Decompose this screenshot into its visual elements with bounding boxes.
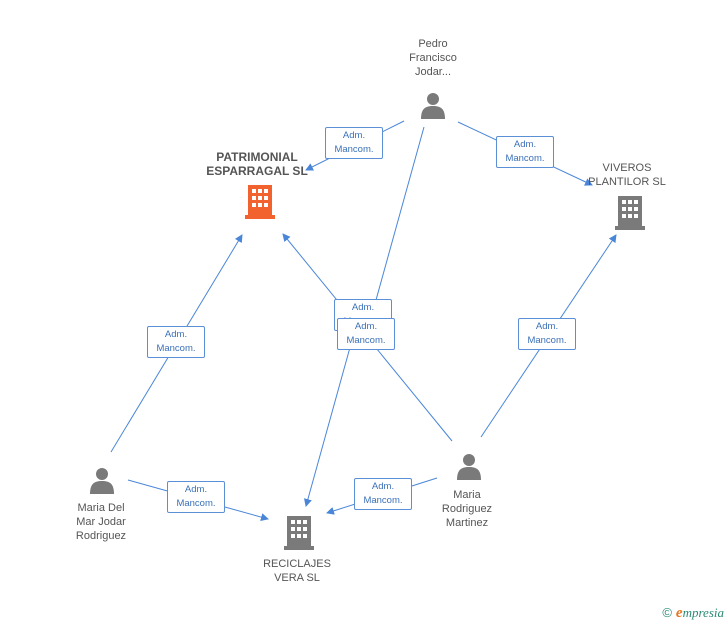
node-label-patrimonial[interactable]: PATRIMONIAL ESPARRAGAL SL xyxy=(206,150,308,178)
building-icon[interactable] xyxy=(284,516,314,550)
edge-badge-mariadelmar-reciclajes[interactable]: Adm. Mancom. xyxy=(167,481,225,513)
building-icon[interactable] xyxy=(615,196,645,230)
node-label-viveros[interactable]: VIVEROS PLANTILOR SL xyxy=(588,162,666,188)
node-label-maria-del-mar[interactable]: Maria Del Mar Jodar Rodriguez xyxy=(75,502,127,542)
edge-badge-mariarodriguez-patrimonial[interactable]: Adm. Mancom. xyxy=(337,318,395,350)
brand-logo-initial: e xyxy=(675,605,683,621)
node-label-maria-rodriguez[interactable]: Maria Rodriguez Martinez xyxy=(441,489,493,529)
edge-badge-pedro-viveros[interactable]: Adm. Mancom. xyxy=(496,136,554,168)
node-label-pedro[interactable]: Pedro Francisco Jodar... xyxy=(409,38,457,78)
node-label-reciclajes[interactable]: RECICLAJES VERA SL xyxy=(263,558,331,584)
person-icon[interactable] xyxy=(419,91,447,119)
footer-brand[interactable]: ©empresia xyxy=(662,605,724,622)
person-icon[interactable] xyxy=(455,452,483,480)
edge-line-pedro-reciclajes xyxy=(370,126,425,319)
copyright-symbol: © xyxy=(662,605,672,620)
edge-badge-mariarodriguez-reciclajes[interactable]: Adm. Mancom. xyxy=(354,478,412,510)
building-icon[interactable] xyxy=(245,185,275,219)
edge-badge-mariadelmar-patrimonial[interactable]: Adm. Mancom. xyxy=(147,326,205,358)
edge-line-pedro-reciclajes-lower xyxy=(304,332,355,507)
edge-badge-pedro-patrimonial[interactable]: Adm. Mancom. xyxy=(325,127,383,159)
edge-badge-mariarodriguez-viveros[interactable]: Adm. Mancom. xyxy=(518,318,576,350)
brand-logo-text: mpresia xyxy=(682,605,724,620)
person-icon[interactable] xyxy=(88,466,116,494)
